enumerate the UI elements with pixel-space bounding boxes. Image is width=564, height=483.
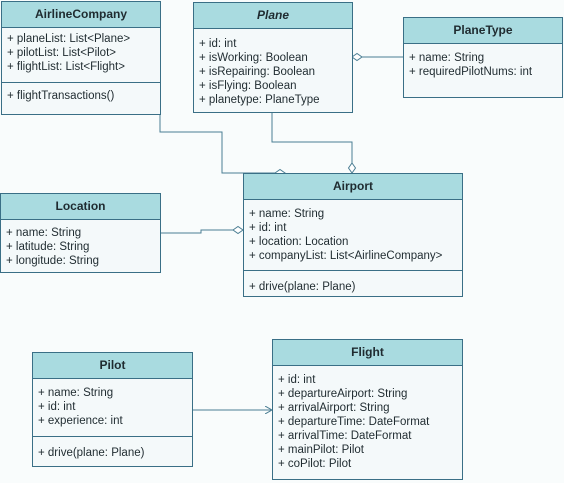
attribute: + isFlying: Boolean [199,80,297,92]
class-plane[interactable]: Plane + id: int + isWorking: Boolean + i… [193,2,353,113]
class-pilot[interactable]: Pilot + name: String + id: int + experie… [32,352,193,467]
method: + drive(plane: Plane) [249,281,356,293]
attribute: + isRepairing: Boolean [199,66,316,78]
attribute: + name: String [38,387,114,399]
attribute: + id: int [199,38,237,50]
attribute: + id: int [249,222,287,234]
class-plane-type[interactable]: PlaneType + name: String + requiredPilot… [403,17,563,98]
edge-location-airport [160,229,233,234]
class-title: PlaneType [404,18,562,44]
class-title: AirlineCompany [2,2,160,28]
attribute: + longitude: String [6,255,100,267]
attribute: + pilotList: List<Pilot> [7,47,116,59]
method-list: + flightTransactions() [2,83,160,103]
class-airport[interactable]: Airport + name: String + id: int + locat… [243,173,463,297]
attribute-list: + name: String + id: int + experience: i… [33,379,192,428]
attribute: + companyList: List<AirlineCompany> [249,250,443,262]
class-title: Plane [194,3,352,29]
attribute: + requiredPilotNums: int [409,66,533,78]
method-list: + drive(plane: Plane) [244,271,462,294]
method: + drive(plane: Plane) [38,447,145,459]
attribute: + isWorking: Boolean [199,52,308,64]
edge-airlinecompany-airport [159,114,275,174]
attribute: + experience: int [38,415,123,427]
attribute: + arrivalAirport: String [278,402,390,414]
aggregation-diamond [347,162,357,174]
attribute: + name: String [249,208,325,220]
section-divider [244,270,462,271]
attribute-list: + name: String + requiredPilotNums: int [404,44,562,79]
class-flight[interactable]: Flight + id: int + departureAirport: Str… [272,339,463,480]
attribute: + departureAirport: String [278,388,408,400]
class-title: Pilot [33,353,192,379]
attribute: + location: Location [249,236,349,248]
section-divider [33,436,192,437]
attribute: + planetype: PlaneType [199,94,320,106]
attribute: + flightList: List<Flight> [7,61,125,73]
attribute: + arrivalTime: DateFormat [278,430,412,442]
attribute: + name: String [6,227,82,239]
class-title: Flight [273,340,462,366]
attribute: + departureTime: DateFormat [278,416,430,428]
attribute: + latitude: String [6,241,90,253]
attribute-list: + planeList: List<Plane> + pilotList: Li… [2,28,160,74]
attribute-list: + name: String + id: int + location: Loc… [244,200,462,263]
section-divider [2,82,160,83]
aggregation-diamond [232,225,244,235]
method-list: + drive(plane: Plane) [33,437,192,460]
attribute: + planeList: List<Plane> [7,33,131,45]
attribute-list: + id: int + isWorking: Boolean + isRepai… [194,29,352,107]
class-location[interactable]: Location + name: String + latitude: Stri… [0,193,161,273]
attribute: + id: int [278,374,316,386]
aggregation-diamond [351,52,363,62]
attribute: + mainPilot: Pilot [278,444,364,456]
attribute: + coPilot: Pilot [278,458,352,470]
edge-plane-airport [271,112,353,163]
class-airline-company[interactable]: AirlineCompany + planeList: List<Plane> … [1,1,161,115]
attribute: + id: int [38,401,76,413]
method: + flightTransactions() [7,90,115,102]
class-title: Airport [244,174,462,200]
class-title: Location [1,194,160,220]
attribute-list: + name: String + latitude: String + long… [1,220,160,268]
attribute: + name: String [409,52,485,64]
attribute-list: + id: int + departureAirport: String + a… [273,366,462,471]
